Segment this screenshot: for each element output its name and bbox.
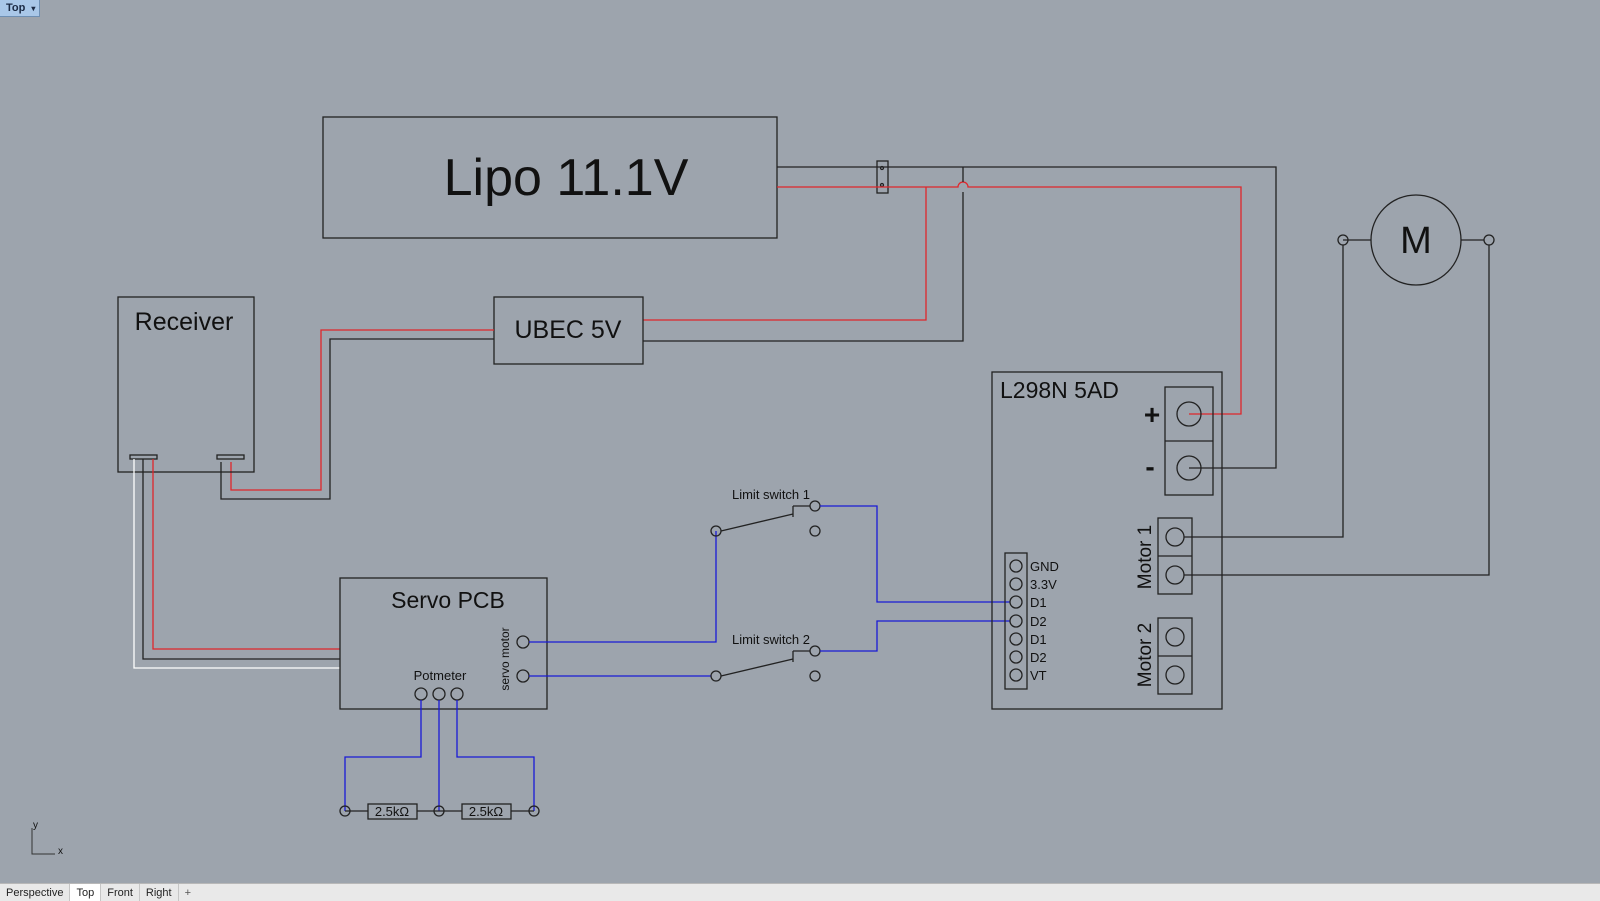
l298n-label: L298N 5AD (1000, 377, 1119, 403)
resistor-2 (461, 803, 512, 820)
pin-label-d2a: D2 (1030, 614, 1047, 629)
wire-lipo-negative (777, 166, 1277, 469)
receiver-port-1 (129, 454, 158, 460)
tab-right[interactable]: Right (140, 884, 179, 901)
wire-potmeter-right (456, 700, 535, 811)
tab-top[interactable]: Top (70, 884, 102, 901)
lipo-box (322, 116, 778, 239)
viewport-tab-bar: Perspective Top Front Right + (0, 883, 1600, 901)
servo-motor-label: servo motor (498, 627, 512, 690)
viewport-title-tab[interactable]: Top ▾ (0, 0, 41, 17)
limit-switch-1-lever (720, 505, 810, 532)
wire-limit1-d1 (820, 505, 1010, 603)
wire-receiver-servo-red (152, 459, 340, 650)
wire-lipo-positive (777, 181, 1242, 415)
wire-receiver-servo-white (133, 459, 340, 669)
pin-header (1004, 552, 1028, 690)
wire-ubec-positive (643, 187, 927, 321)
motor1-label: Motor 1 (1135, 525, 1156, 589)
pin-label-d2b: D2 (1030, 650, 1047, 665)
potmeter-label: Potmeter (414, 668, 467, 683)
l298n-box (991, 371, 1223, 710)
plus-label: + (1144, 399, 1160, 430)
limit-switch-2-lever (720, 650, 810, 677)
axis-y-label: y (33, 820, 38, 831)
motor2-label: Motor 2 (1135, 623, 1156, 687)
resistor-1-label: 2.5kΩ (375, 804, 410, 819)
axis-x-label: x (58, 846, 63, 857)
tab-perspective[interactable]: Perspective (0, 884, 71, 901)
servo-pcb-box (339, 577, 548, 710)
pin-label-d1a: D1 (1030, 595, 1047, 610)
pin-label-3v3: 3.3V (1030, 577, 1057, 592)
wire-ubec-receiver-positive (230, 329, 494, 491)
pin-label-vt: VT (1030, 668, 1047, 683)
wire-ubec-negative (643, 167, 964, 342)
tab-front[interactable]: Front (101, 884, 140, 901)
wire-limit2-d2 (820, 620, 1010, 652)
limit-switch-1-label: Limit switch 1 (732, 487, 810, 502)
wire-motor-a (1184, 245, 1344, 538)
pin-label-d1b: D1 (1030, 632, 1047, 647)
wire-servo-limit1 (529, 531, 717, 643)
receiver-label: Receiver (135, 308, 234, 336)
lipo-label: Lipo 11.1V (444, 149, 689, 207)
viewport-title: Top (6, 2, 26, 14)
servo-pcb-label: Servo PCB (391, 587, 505, 613)
pin-label-gnd: GND (1030, 559, 1059, 574)
limit-switch-2-label: Limit switch 2 (732, 632, 810, 647)
wire-potmeter-left (344, 700, 422, 811)
resistor-2-label: 2.5kΩ (469, 804, 504, 819)
resistor-1 (367, 803, 418, 820)
motor-label: M (1400, 220, 1432, 262)
add-viewport-icon[interactable]: + (184, 886, 192, 899)
minus-label: - (1145, 451, 1154, 482)
receiver-port-2 (216, 454, 245, 460)
wire-ubec-receiver-negative (220, 338, 494, 500)
wire-motor-b (1184, 245, 1490, 576)
wire-receiver-servo-black (142, 459, 340, 660)
ubec-label: UBEC 5V (515, 316, 622, 344)
lipo-connector (876, 160, 889, 194)
receiver-box (117, 296, 255, 473)
axis-indicator (31, 828, 55, 855)
dropdown-arrow-icon[interactable]: ▾ (31, 3, 36, 13)
